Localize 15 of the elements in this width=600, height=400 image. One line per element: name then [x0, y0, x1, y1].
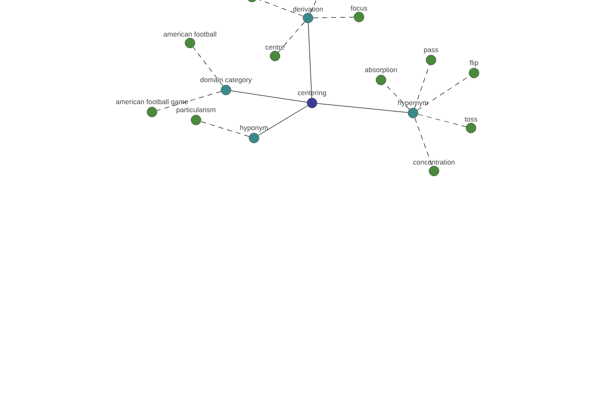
connector-line	[278, 22, 305, 52]
connector-line	[200, 121, 250, 137]
connector-line	[308, 22, 312, 98]
connector-line	[256, 0, 304, 16]
connector-line	[316, 103, 408, 113]
connector-line	[258, 105, 308, 136]
connector-line	[312, 16, 354, 18]
connector-line	[418, 114, 466, 127]
graph-node	[246, 0, 258, 2]
connector-line	[230, 90, 308, 102]
connector-line	[414, 118, 432, 166]
connector-line	[156, 91, 222, 111]
connector-line	[192, 46, 224, 86]
connector-line	[414, 64, 430, 108]
connector-line	[384, 84, 410, 110]
